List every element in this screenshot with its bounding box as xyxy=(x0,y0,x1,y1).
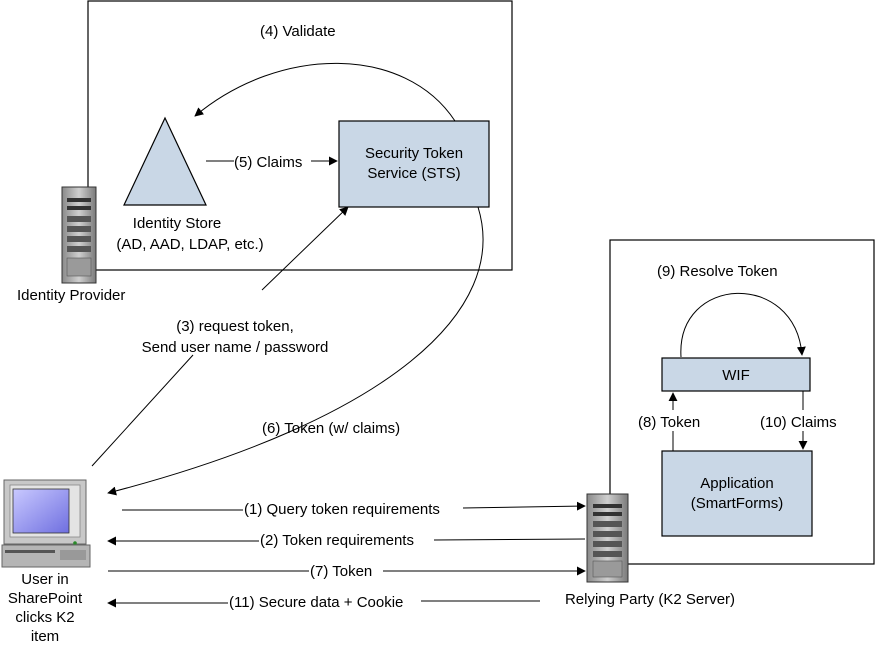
step-9-label: (9) Resolve Token xyxy=(657,263,778,280)
application-box xyxy=(661,450,813,537)
relying-party-label: Relying Party (K2 Server) xyxy=(565,591,735,608)
step-3-label-line1: (3) request token, xyxy=(176,318,294,335)
step-2-label: (2) Token requirements xyxy=(260,532,414,549)
step-11-label: (11) Secure data + Cookie xyxy=(229,594,403,611)
query-token-arrow-right xyxy=(462,501,586,511)
identity-store-sublabel: (AD, AAD, LDAP, etc.) xyxy=(116,236,263,253)
step-8-label: (8) Token xyxy=(638,414,700,431)
identity-provider-server-icon xyxy=(61,186,97,284)
step-7-label: (7) Token xyxy=(310,563,372,580)
wif-label: WIF xyxy=(722,367,750,384)
application-label-line1: Application xyxy=(700,475,773,492)
step-6-label: (6) Token (w/ claims) xyxy=(262,420,400,437)
user-label-line3: clicks K2 xyxy=(15,609,74,626)
resolve-token-arrow xyxy=(680,292,806,358)
sts-label-line1: Security Token xyxy=(365,145,463,162)
sts-box xyxy=(338,120,490,208)
step-4-label: (4) Validate xyxy=(260,23,336,40)
wif-box xyxy=(661,357,811,392)
identity-store-label: Identity Store xyxy=(133,215,221,232)
step-1-label: (1) Query token requirements xyxy=(244,501,440,518)
step-10-label: (10) Claims xyxy=(760,414,837,431)
validate-arrow xyxy=(194,62,456,122)
identity-provider-label: Identity Provider xyxy=(17,287,125,304)
request-token-arrow-upper xyxy=(261,206,349,291)
user-label-line2: SharePoint xyxy=(8,590,83,607)
relying-party-server-icon xyxy=(586,493,629,583)
token-with-claims-arrow xyxy=(107,206,484,496)
user-computer-icon xyxy=(1,479,91,568)
sts-label-line2: Service (STS) xyxy=(367,165,460,182)
identity-store-triangle xyxy=(123,116,207,206)
request-token-arrow-lower xyxy=(91,354,194,467)
step-5-label: (5) Claims xyxy=(234,154,302,171)
step-3-label-line2: Send user name / password xyxy=(142,339,329,356)
user-label-line1: User in xyxy=(21,571,69,588)
application-label-line2: (SmartForms) xyxy=(691,495,784,512)
token-requirements-arrow-right xyxy=(433,538,586,541)
user-label-line4: item xyxy=(31,628,59,645)
